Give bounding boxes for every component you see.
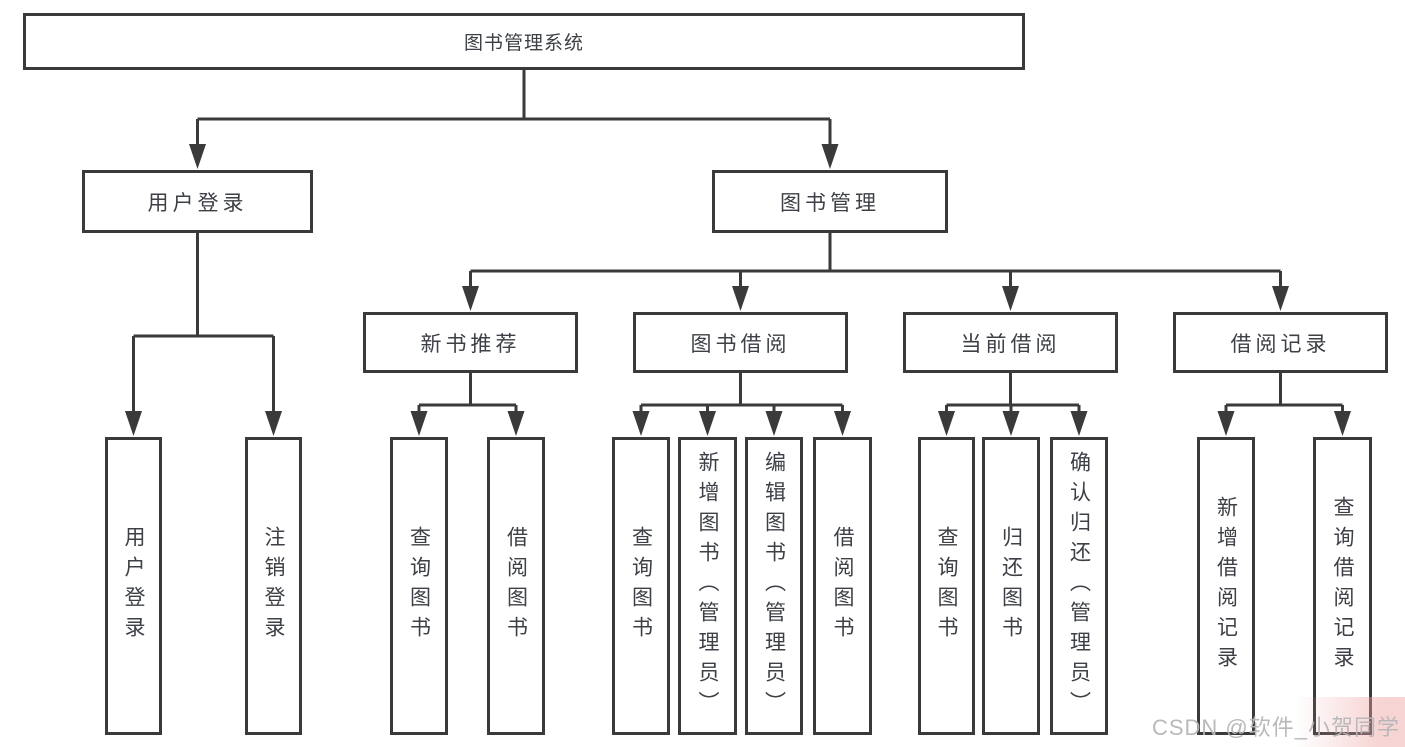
leaf-confirm-return-admin: 确认归还（管理员） [1050, 437, 1108, 735]
leaf-logout: 注销登录 [245, 437, 302, 735]
node-label: 用户登录 [147, 191, 248, 215]
node-label: 归还图书 [999, 526, 1023, 646]
leaf-borrow-books-recommend: 借阅图书 [487, 437, 545, 735]
leaf-add-books-admin: 新增图书（管理员） [678, 437, 737, 735]
leaf-query-books-borrow: 查询图书 [612, 437, 670, 735]
leaf-query-books-recommend: 查询图书 [390, 437, 448, 735]
leaf-query-books-current: 查询图书 [918, 437, 975, 735]
node-label: 查询借阅记录 [1331, 496, 1354, 676]
node-new-book-recommendation: 新书推荐 [363, 312, 578, 373]
node-label: 图书借阅 [690, 332, 791, 356]
node-borrowing-records: 借阅记录 [1173, 312, 1388, 373]
node-current-borrowing: 当前借阅 [903, 312, 1118, 373]
node-user-login: 用户登录 [82, 170, 313, 233]
node-label: 当前借阅 [960, 332, 1061, 356]
watermark-tint [1295, 697, 1405, 747]
leaf-user-login: 用户登录 [105, 437, 162, 735]
node-label: 确认归还（管理员） [1067, 451, 1091, 721]
node-label: 用户登录 [122, 526, 145, 646]
node-label: 编辑图书（管理员） [762, 451, 786, 721]
node-label: 图书管理 [780, 191, 880, 215]
node-label: 借阅记录 [1230, 332, 1331, 356]
node-label: 查询图书 [935, 526, 958, 646]
node-label: 查询图书 [407, 526, 431, 646]
node-label: 借阅图书 [504, 526, 528, 646]
node-label: 新增图书（管理员） [696, 451, 719, 721]
leaf-return-books: 归还图书 [982, 437, 1040, 735]
node-label: 借阅图书 [831, 526, 854, 646]
leaf-borrow-books: 借阅图书 [813, 437, 872, 735]
node-book-management: 图书管理 [712, 170, 948, 233]
node-label: 注销登录 [262, 526, 285, 646]
node-book-borrowing: 图书借阅 [633, 312, 848, 373]
node-label: 新书推荐 [420, 332, 521, 356]
leaf-add-borrow-record: 新增借阅记录 [1197, 437, 1255, 735]
watermark: CSDN @软件_小贺同学 [1151, 715, 1400, 740]
leaf-edit-books-admin: 编辑图书（管理员） [745, 437, 803, 735]
node-label: 新增借阅记录 [1214, 496, 1238, 676]
node-label: 图书管理系统 [463, 33, 584, 54]
node-library-system: 图书管理系统 [23, 13, 1025, 70]
node-label: 查询图书 [629, 526, 653, 646]
leaf-query-borrow-record: 查询借阅记录 [1313, 437, 1372, 735]
